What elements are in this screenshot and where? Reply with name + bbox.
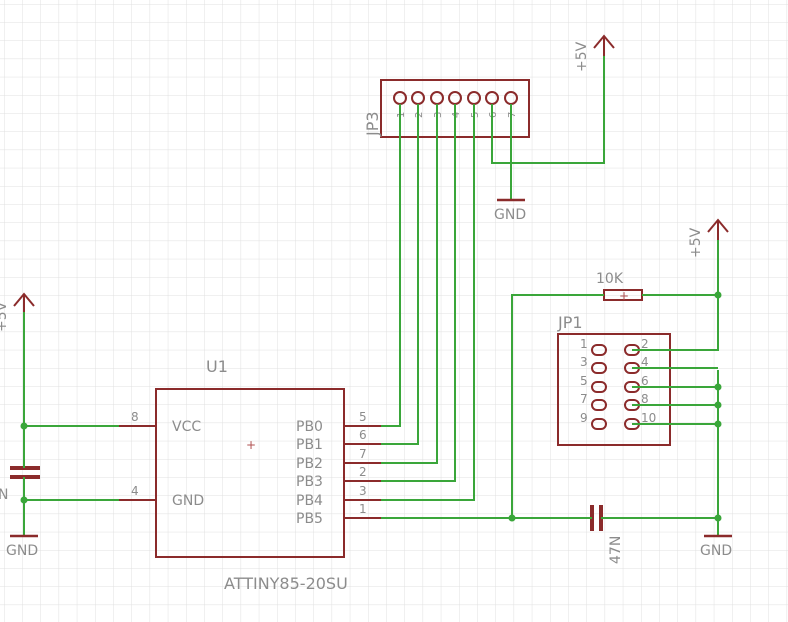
u1-pin-gnd-num: 4 bbox=[131, 484, 139, 498]
wire-reset-to-resistor bbox=[511, 294, 604, 518]
jp1-pin-7: 7 bbox=[580, 392, 588, 406]
u1-pin-pb4-label: PB4 bbox=[296, 493, 323, 509]
jp1-pin-9: 9 bbox=[580, 411, 588, 425]
junction bbox=[714, 383, 722, 391]
vcc-label-top: +5V bbox=[574, 41, 590, 72]
jp1-pad-3 bbox=[591, 362, 607, 374]
jp1-body bbox=[557, 333, 671, 446]
jp1-pin-3: 3 bbox=[580, 355, 588, 369]
supply-gnd-jp3[interactable]: GND bbox=[494, 198, 526, 223]
u1-pin-pb5-label: PB5 bbox=[296, 511, 323, 527]
junction bbox=[20, 496, 28, 504]
jp1-name: JP1 bbox=[557, 313, 583, 332]
vcc-label-left: +5V bbox=[0, 301, 10, 332]
jp1-pin-4: 4 bbox=[641, 355, 649, 369]
junction bbox=[714, 514, 722, 522]
jp1-pad-1 bbox=[591, 344, 607, 356]
junction bbox=[508, 514, 516, 522]
gnd-label-left: GND bbox=[6, 543, 38, 559]
jp3-pin-1: 1 bbox=[396, 112, 407, 118]
junction bbox=[714, 420, 722, 428]
u1-symbol[interactable]: U1 ATTINY85-20SU + VCC GND 8 4 PB0 PB1 P… bbox=[119, 357, 381, 593]
jp1-symbol[interactable]: JP1 1 3 5 7 9 2 4 6 8 10 bbox=[557, 313, 671, 446]
wire-pb4-jp3-5 bbox=[381, 104, 475, 501]
supply-5v-left[interactable]: +5V bbox=[0, 292, 35, 332]
resistor-origin-cross: + bbox=[619, 289, 629, 303]
supply-5v-top[interactable]: +5V bbox=[574, 34, 615, 72]
u1-pin-pb2-num: 7 bbox=[359, 447, 367, 461]
supply-gnd-left[interactable]: GND bbox=[6, 534, 38, 559]
u1-pin-pb0-num: 5 bbox=[359, 410, 367, 424]
junction bbox=[714, 291, 722, 299]
wire-pb1-jp3-2 bbox=[381, 104, 419, 445]
wires bbox=[23, 44, 719, 536]
u1-pin-pb2-label: PB2 bbox=[296, 456, 323, 472]
u1-pin-pb3-num: 2 bbox=[359, 465, 367, 479]
u1-pin-pb3-label: PB3 bbox=[296, 474, 323, 490]
jp1-pad-7 bbox=[591, 399, 607, 411]
supply-gnd-right[interactable]: GND bbox=[700, 534, 732, 559]
u1-name: U1 bbox=[206, 357, 228, 376]
u1-pin-vcc-label: VCC bbox=[172, 419, 201, 435]
jp1-pads bbox=[591, 344, 640, 430]
u1-pin-pb1-label: PB1 bbox=[296, 437, 323, 453]
wire-jp3-6-vcc bbox=[491, 44, 605, 164]
jp3-pin-6: 6 bbox=[488, 112, 499, 118]
supply-5v-right[interactable]: +5V bbox=[688, 218, 729, 258]
u1-pin-pb0-label: PB0 bbox=[296, 419, 323, 435]
wire-pb2-jp3-3 bbox=[381, 104, 438, 464]
jp1-pad-9 bbox=[591, 418, 607, 430]
origin-cross: + bbox=[246, 438, 256, 452]
jp3-pin-2: 2 bbox=[414, 112, 425, 118]
u1-value: ATTINY85-20SU bbox=[224, 574, 348, 593]
jp1-pin-5: 5 bbox=[580, 374, 588, 388]
u1-pin-pb1-num: 6 bbox=[359, 428, 367, 442]
capacitor-value: 47N bbox=[608, 536, 624, 564]
wire-pb3-jp3-4 bbox=[381, 104, 456, 482]
jp1-pin-1: 1 bbox=[580, 337, 588, 351]
u1-pin-vcc-num: 8 bbox=[131, 410, 139, 424]
wire-vcc-jp1-2 bbox=[632, 226, 719, 351]
u1-body bbox=[155, 388, 345, 558]
junctions bbox=[20, 291, 722, 522]
jp3-pin-3: 3 bbox=[433, 112, 444, 118]
jp3-name: JP3 bbox=[363, 111, 382, 137]
jp1-pin-10: 10 bbox=[641, 411, 656, 425]
resistor-value: 10K bbox=[596, 271, 624, 287]
jp3-pin-4: 4 bbox=[451, 112, 462, 118]
jp3-pin-5: 5 bbox=[470, 112, 481, 118]
junction bbox=[20, 422, 28, 430]
jp3-pin-7: 7 bbox=[507, 112, 518, 118]
u1-pin-pb5-num: 1 bbox=[359, 502, 367, 516]
u1-pin-pb4-num: 3 bbox=[359, 484, 367, 498]
wire-pb0-jp3-1 bbox=[381, 104, 401, 427]
jp1-pin-6: 6 bbox=[641, 374, 649, 388]
jp1-pad-5 bbox=[591, 381, 607, 393]
capacitor-left-value: N bbox=[0, 487, 8, 503]
junction bbox=[714, 401, 722, 409]
jp1-pin-8: 8 bbox=[641, 392, 649, 406]
u1-pin-gnd-label: GND bbox=[172, 493, 204, 509]
gnd-label-right: GND bbox=[700, 543, 732, 559]
gnd-label-jp3: GND bbox=[494, 207, 526, 223]
jp1-pin-2: 2 bbox=[641, 337, 649, 351]
vcc-label-right: +5V bbox=[688, 227, 704, 258]
